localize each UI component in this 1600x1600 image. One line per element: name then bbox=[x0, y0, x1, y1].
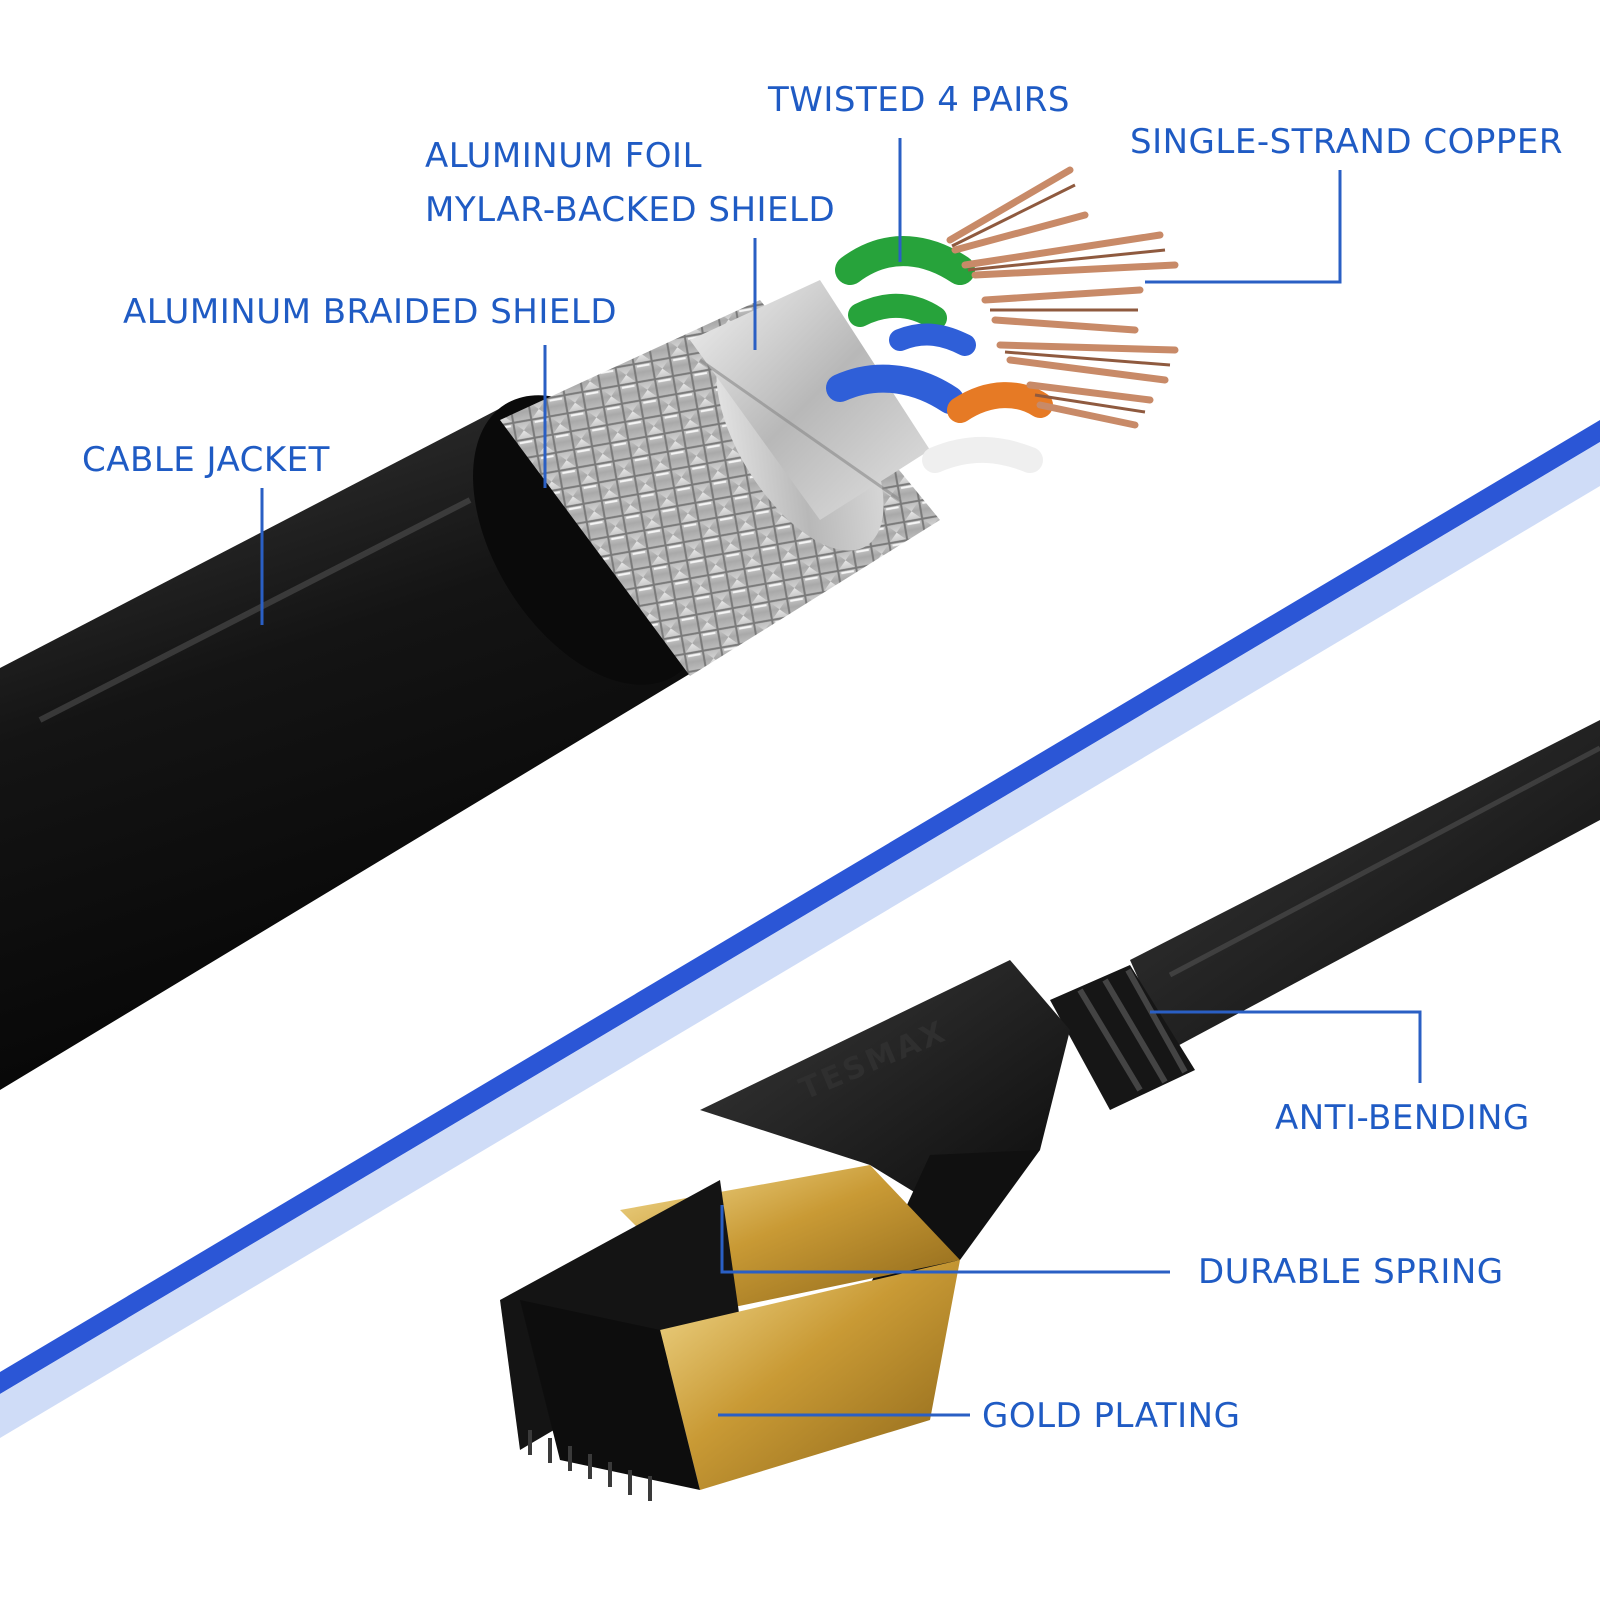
label-durable-spring-text: DURABLE SPRING bbox=[1198, 1252, 1504, 1292]
blue-stripe bbox=[0, 420, 1600, 1394]
leader-single-strand bbox=[1145, 170, 1342, 284]
label-gold-plating: GOLD PLATING bbox=[982, 1396, 1240, 1436]
label-anti-bending: ANTI-BENDING bbox=[1275, 1098, 1530, 1138]
patch-cable-shape bbox=[1130, 720, 1600, 1050]
label-anti-bending-text: ANTI-BENDING bbox=[1275, 1098, 1530, 1138]
label-single-strand-text: SINGLE-STRAND COPPER bbox=[1130, 122, 1563, 162]
plug-contacts bbox=[528, 1430, 652, 1501]
label-braided-shield: ALUMINUM BRAIDED SHIELD bbox=[123, 292, 617, 332]
label-braided-shield-text: ALUMINUM BRAIDED SHIELD bbox=[123, 292, 618, 332]
anti-bending-boot-shape bbox=[1050, 965, 1195, 1110]
background-stripes bbox=[0, 420, 1600, 1438]
label-twisted-pairs: TWISTED 4 PAIRS bbox=[768, 80, 1070, 120]
leader-durable-spring bbox=[720, 1205, 1170, 1274]
copper-strands-shape bbox=[946, 166, 1179, 429]
label-single-strand-copper: SINGLE-STRAND COPPER bbox=[1130, 122, 1563, 162]
copper-strand-shading bbox=[951, 183, 1171, 414]
twisted-pairs-shape bbox=[826, 236, 1053, 473]
leader-anti-bending bbox=[1150, 1010, 1422, 1083]
label-durable-spring: DURABLE SPRING bbox=[1198, 1252, 1504, 1292]
label-cable-jacket-text: CABLE JACKET bbox=[82, 440, 330, 480]
label-foil-shield: ALUMINUM FOIL MYLAR-BACKED SHIELD bbox=[425, 136, 835, 230]
rj45-plug-shape bbox=[500, 960, 1070, 1501]
light-blue-stripe bbox=[0, 442, 1600, 1438]
label-twisted-pairs-text: TWISTED 4 PAIRS bbox=[768, 80, 1070, 120]
label-foil-line2: MYLAR-BACKED SHIELD bbox=[425, 190, 836, 230]
label-cable-jacket: CABLE JACKET bbox=[82, 440, 330, 480]
label-foil-line1: ALUMINUM FOIL bbox=[425, 136, 703, 176]
foil-shield-shape bbox=[690, 280, 930, 520]
label-gold-plating-text: GOLD PLATING bbox=[982, 1396, 1241, 1436]
leader-lines bbox=[260, 138, 1422, 1417]
